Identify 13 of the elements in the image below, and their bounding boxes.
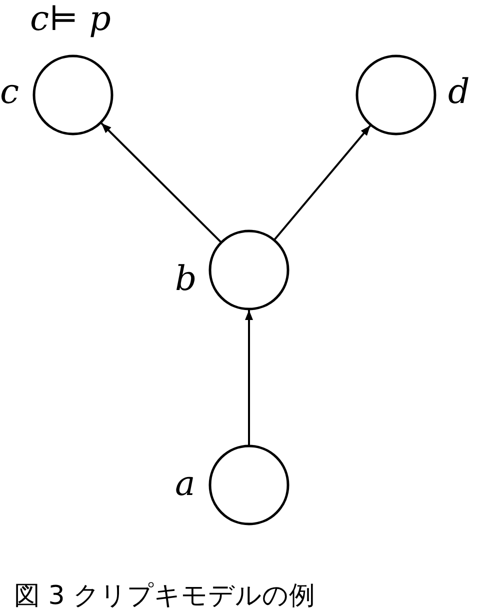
state-circle [32,54,114,136]
state-circle [208,229,290,311]
state-label: c⊨ p [30,2,111,36]
caption: 図 3 クリプキモデルの例 [14,583,316,609]
state-circle [208,444,290,526]
state-circle [355,54,437,136]
arrow [274,124,372,240]
state-label: b [175,262,197,296]
state-label: c [0,75,20,109]
arrow [100,122,222,242]
arrow [245,310,253,445]
state-label: a [175,467,196,501]
state-label: d [448,75,470,109]
